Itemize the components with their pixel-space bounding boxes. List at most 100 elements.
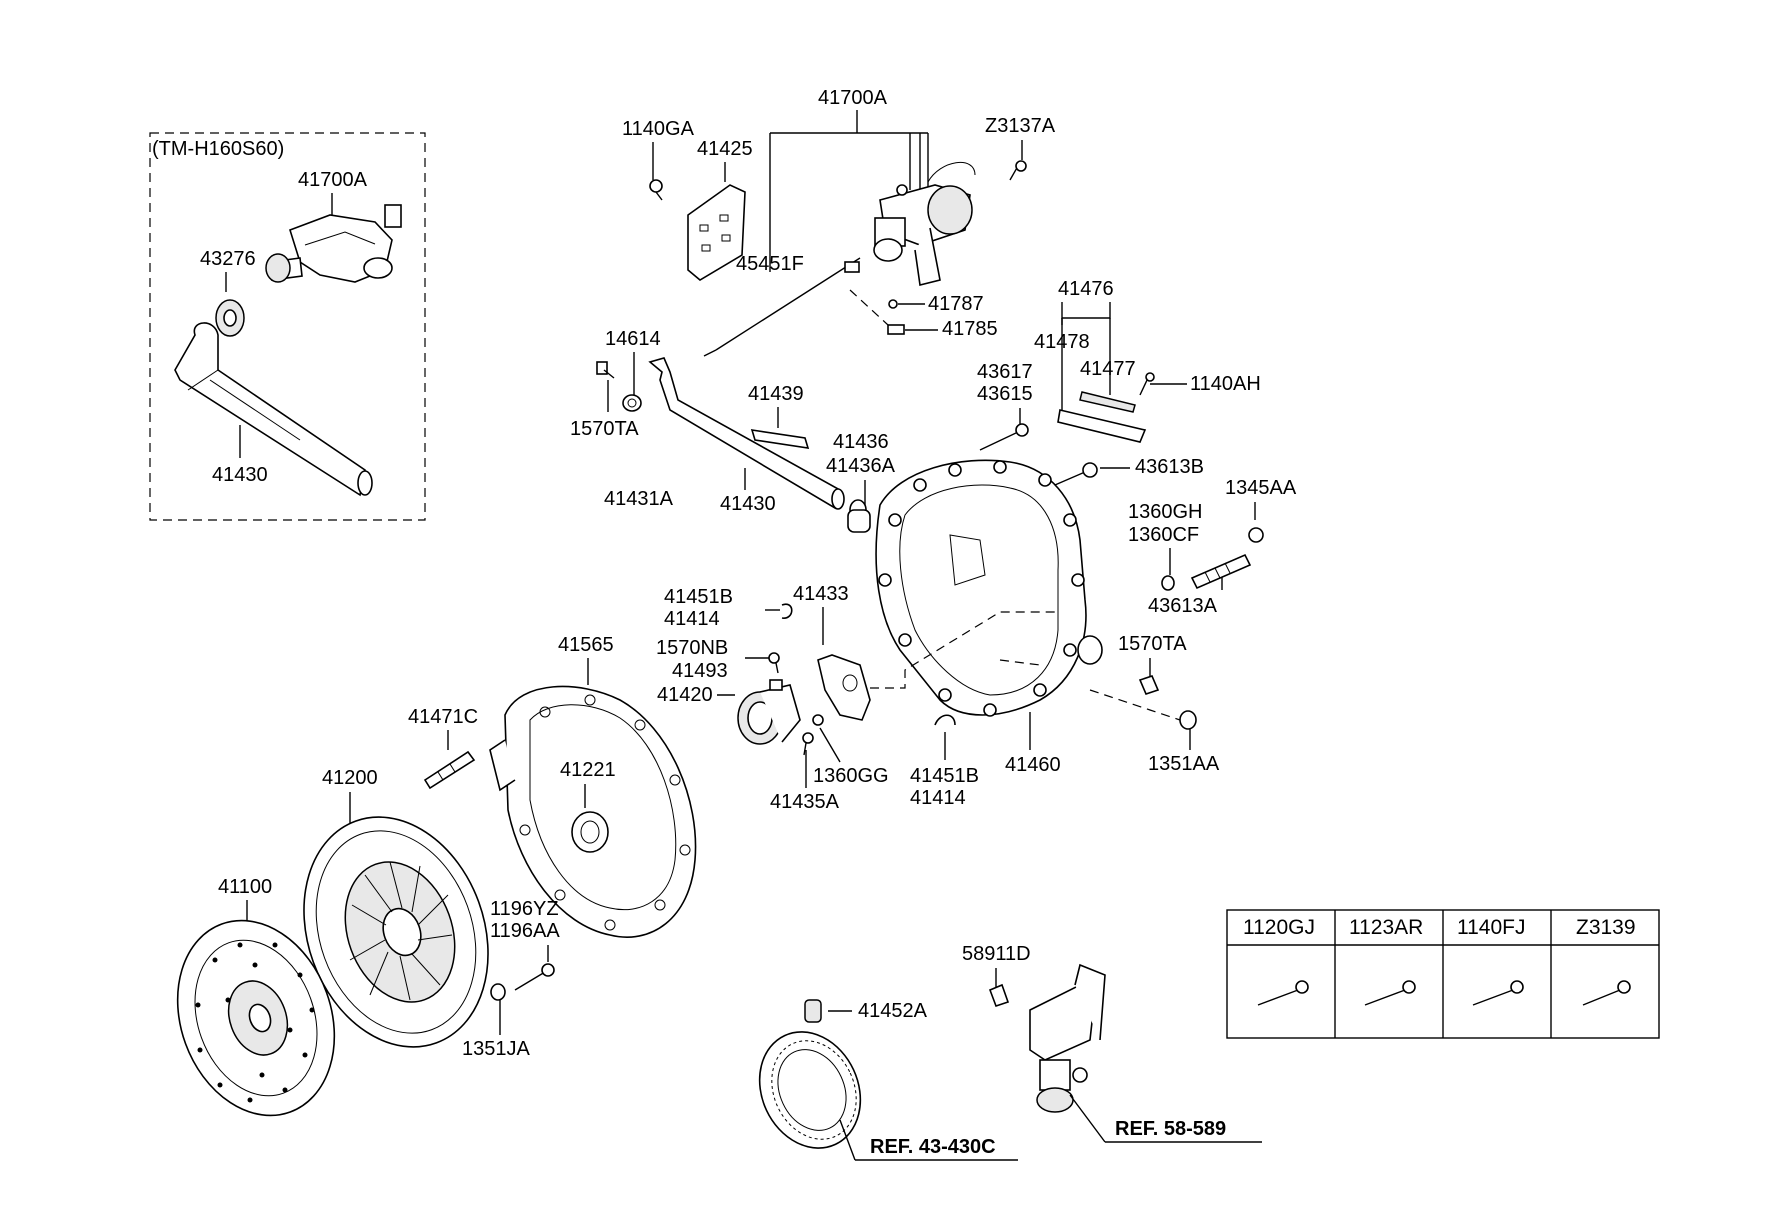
label-41439: 41439 xyxy=(748,383,804,405)
washer-1360GH: 1360GH 1360CF xyxy=(1128,501,1203,591)
label-1360GH: 1360GH xyxy=(1128,501,1203,523)
stud-41471C: 41471C xyxy=(408,706,478,790)
nut-1345AA: 1345AA xyxy=(1225,477,1297,543)
speed-sensor-ref-58-589: REF. 58-589 xyxy=(1029,963,1262,1143)
bolt-1140AH: 1140AH xyxy=(1139,372,1261,396)
cover-41565: 41565 xyxy=(489,634,697,938)
pilot-bearing-41221: 41221 xyxy=(560,759,616,853)
washer-1360GG: 1360GG xyxy=(812,714,889,787)
washer-1351AA: 1351AA xyxy=(1148,710,1220,775)
ref-43-430C[interactable]: REF. 43-430C xyxy=(870,1136,996,1158)
clip-41787: 41787 xyxy=(888,293,984,315)
label-41425: 41425 xyxy=(697,138,753,160)
label-41460: 41460 xyxy=(1005,754,1061,776)
label-41477: 41477 xyxy=(1080,358,1136,380)
label-43617: 43617 xyxy=(977,361,1033,383)
table-bolt-1140FJ xyxy=(1472,980,1524,1006)
label-41431A: 41431A xyxy=(604,488,674,510)
pin-41785: 41785 xyxy=(849,289,998,340)
label-1140AH: 1140AH xyxy=(1190,373,1261,395)
inset-group: (TM-H160S60) 41700A 43276 41430 xyxy=(149,132,426,521)
label-43615: 43615 xyxy=(977,383,1033,405)
inset-border xyxy=(149,132,426,521)
label-41451B-2: 41451B xyxy=(910,765,979,787)
label-41200: 41200 xyxy=(322,767,378,789)
label-41451B: 41451B xyxy=(664,586,733,608)
label-41414: 41414 xyxy=(664,608,720,630)
label-58911D: 58911D xyxy=(962,943,1031,965)
label-1140GA: 1140GA xyxy=(622,118,695,140)
label-1570NB: 1570NB xyxy=(656,637,728,659)
plug-1570TA: 1570TA xyxy=(1118,633,1187,695)
label-45451F: 45451F xyxy=(736,253,804,275)
table-bolt-Z3139 xyxy=(1582,980,1631,1006)
bushing-41436: 41436 41436A xyxy=(826,431,896,533)
ref-58-589[interactable]: REF. 58-589 xyxy=(1115,1118,1226,1140)
label-1351JA: 1351JA xyxy=(462,1038,530,1060)
bearing-41420: 41420 xyxy=(657,679,801,745)
pushrod-45451F: 45451F xyxy=(703,253,861,357)
label-41478: 41478 xyxy=(1034,331,1090,353)
part-1570TA: 1570TA xyxy=(570,361,639,440)
master-cylinder xyxy=(873,161,976,286)
label-1570TA-2: 1570TA xyxy=(1118,633,1187,655)
bolt-1140GA: 1140GA xyxy=(622,118,695,201)
label-41452A: 41452A xyxy=(858,1000,928,1022)
label-41785: 41785 xyxy=(942,318,998,340)
label-41471C: 41471C xyxy=(408,706,478,728)
inset-bearing-43276 xyxy=(215,299,245,337)
label-41476: 41476 xyxy=(1058,278,1114,300)
bolt-43613B: 43613B xyxy=(1047,456,1204,489)
bolt-Z3137A: Z3137A xyxy=(985,115,1056,181)
spring-41451B-2: 41451B 41414 xyxy=(910,714,979,809)
pressure-plate-41200: 41200 xyxy=(303,767,489,1048)
label-14614: 14614 xyxy=(605,328,661,350)
label-1345AA: 1345AA xyxy=(1225,477,1297,499)
label-41430: 41430 xyxy=(720,493,776,515)
label-41414-2: 41414 xyxy=(910,787,966,809)
table-header-Z3139: Z3139 xyxy=(1576,916,1636,939)
label-1360CF: 1360CF xyxy=(1128,524,1199,546)
table-header-1123AR: 1123AR xyxy=(1349,916,1423,939)
label-1351AA: 1351AA xyxy=(1148,753,1220,775)
table-header-1140FJ: 1140FJ xyxy=(1457,916,1526,939)
table-header-1120GJ: 1120GJ xyxy=(1243,916,1315,939)
callout-41476: 41476 41478 41477 xyxy=(1034,278,1147,443)
clutch-housing-41460: 41460 xyxy=(875,459,1103,776)
stud-43613A: 43613A xyxy=(1148,553,1252,617)
label-41433: 41433 xyxy=(793,583,849,605)
clutch-disc-41100: 41100 xyxy=(176,876,336,1117)
callout-41700A: 41700A xyxy=(769,87,929,272)
label-group-41431A: 41431A xyxy=(604,488,674,510)
spring-41452A: 41452A xyxy=(804,999,928,1023)
fork-41433: 41433 xyxy=(793,583,871,721)
washer-1351JA: 1351JA xyxy=(462,983,530,1060)
label-1570TA: 1570TA xyxy=(570,418,639,440)
label-43613A: 43613A xyxy=(1148,595,1218,617)
label-41565: 41565 xyxy=(558,634,614,656)
label-41700A: 41700A xyxy=(818,87,888,109)
label-41493: 41493 xyxy=(672,660,728,682)
shaft-41430: 41430 xyxy=(648,357,845,515)
spring-41451B: 41451B 41414 xyxy=(664,586,793,630)
inset-slave-cylinder xyxy=(265,204,402,283)
label-1196YZ: 1196YZ xyxy=(490,898,559,920)
bolt-1196YZ: 1196YZ 1196AA xyxy=(490,898,560,991)
ring-gear-ref-43-430C: REF. 43-430C xyxy=(758,1031,1018,1161)
part-14614: 14614 xyxy=(605,328,661,412)
label-1196AA: 1196AA xyxy=(490,920,560,942)
label-41100: 41100 xyxy=(218,876,272,898)
label-43613B: 43613B xyxy=(1135,456,1204,478)
inset-shaft-41430 xyxy=(174,322,373,497)
label-41787: 41787 xyxy=(928,293,984,315)
label-Z3137A: Z3137A xyxy=(985,115,1056,137)
table-bolt-1120GJ xyxy=(1257,980,1309,1006)
bolt-table: 1120GJ 1123AR 1140FJ Z3139 xyxy=(1226,909,1660,1039)
inset-label-41430: 41430 xyxy=(212,464,268,486)
bolt-41435A: 41435A xyxy=(770,732,840,813)
bolts-43617: 43617 43615 xyxy=(977,361,1033,451)
bolt-1570NB: 1570NB 41493 xyxy=(656,637,780,682)
label-41221: 41221 xyxy=(560,759,616,781)
bracket-41425: 41425 xyxy=(687,138,753,281)
